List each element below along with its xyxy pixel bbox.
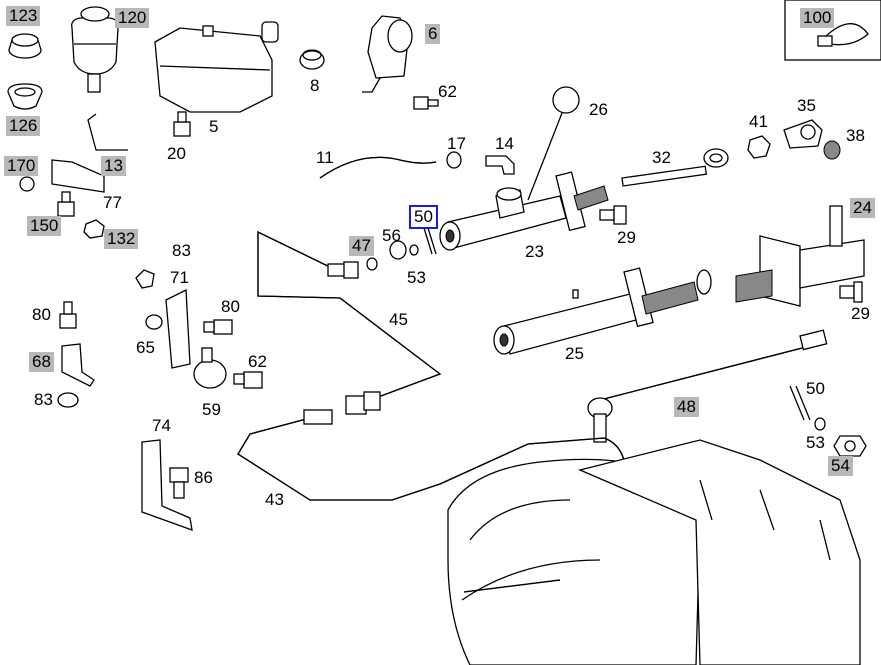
part-label-13[interactable]: 13 <box>101 156 126 176</box>
seal-ring-part[interactable] <box>389 240 407 260</box>
master-cylinder-part[interactable] <box>439 171 609 251</box>
part-label-48[interactable]: 48 <box>674 397 699 417</box>
clamp-part[interactable] <box>446 151 462 169</box>
part-label-6[interactable]: 6 <box>425 24 441 44</box>
part-label-25[interactable]: 25 <box>565 344 584 363</box>
part-label-53[interactable]: 53 <box>806 433 825 452</box>
part-label-80[interactable]: 80 <box>221 297 240 316</box>
joint-part[interactable] <box>783 119 823 149</box>
bracket-part[interactable] <box>165 288 191 369</box>
part-label-32[interactable]: 32 <box>652 148 671 167</box>
part-label-170[interactable]: 170 <box>4 156 39 176</box>
clip-frame <box>784 0 881 61</box>
pipe-part[interactable] <box>87 113 128 151</box>
part-label-54[interactable]: 54 <box>828 456 853 476</box>
reservoir-cap-part[interactable] <box>8 33 42 59</box>
part-label-26[interactable]: 26 <box>589 100 608 119</box>
clutch-cylinder-part[interactable] <box>735 205 865 307</box>
part-label-23[interactable]: 23 <box>525 242 544 261</box>
bolt-part[interactable] <box>57 191 75 217</box>
washer-part[interactable] <box>145 314 163 330</box>
bolt-part[interactable] <box>233 371 263 389</box>
part-label-59[interactable]: 59 <box>202 400 221 419</box>
part-label-56[interactable]: 56 <box>382 226 401 245</box>
part-label-53[interactable]: 53 <box>407 268 426 287</box>
part-label-123[interactable]: 123 <box>6 6 41 26</box>
bracket-part[interactable] <box>141 439 193 531</box>
part-label-100[interactable]: 100 <box>800 8 835 28</box>
brake-reservoir-part[interactable] <box>362 15 413 93</box>
fluid-reservoir-part[interactable] <box>71 6 119 93</box>
part-label-77[interactable]: 77 <box>103 193 122 212</box>
part-label-132[interactable]: 132 <box>104 229 139 249</box>
part-label-83[interactable]: 83 <box>34 390 53 409</box>
bolt-part[interactable] <box>59 301 77 329</box>
part-label-62[interactable]: 62 <box>438 82 457 101</box>
washer-part[interactable] <box>366 257 378 271</box>
push-rod-part[interactable] <box>621 148 729 187</box>
brake-line-part[interactable] <box>257 230 442 401</box>
union-nut-part[interactable] <box>833 435 867 457</box>
part-label-126[interactable]: 126 <box>6 116 41 136</box>
part-label-24[interactable]: 24 <box>850 198 875 218</box>
spring-part[interactable] <box>823 140 841 160</box>
retaining-clip-part[interactable] <box>423 227 437 255</box>
nut-part[interactable] <box>83 219 105 239</box>
part-label-150[interactable]: 150 <box>27 216 62 236</box>
bolt-part[interactable] <box>413 96 439 110</box>
washer-part[interactable] <box>814 417 826 431</box>
part-label-68[interactable]: 68 <box>29 352 54 372</box>
washer-part[interactable] <box>409 244 419 256</box>
part-label-38[interactable]: 38 <box>846 126 865 145</box>
part-label-11[interactable]: 11 <box>316 148 334 167</box>
part-label-65[interactable]: 65 <box>136 338 155 357</box>
washer-part[interactable] <box>57 392 79 408</box>
tank-part[interactable] <box>154 21 279 113</box>
part-label-29[interactable]: 29 <box>851 304 870 323</box>
cap-part[interactable] <box>299 49 325 70</box>
part-label-86[interactable]: 86 <box>194 468 213 487</box>
part-label-74[interactable]: 74 <box>152 416 171 435</box>
part-label-5[interactable]: 5 <box>209 117 219 136</box>
elbow-part[interactable] <box>485 155 515 175</box>
part-label-29[interactable]: 29 <box>617 228 636 247</box>
part-label-83[interactable]: 83 <box>172 241 191 260</box>
bolt-part[interactable] <box>839 281 863 303</box>
part-label-43[interactable]: 43 <box>265 490 284 509</box>
fitting-part[interactable] <box>327 261 359 279</box>
circlip-tool-part[interactable] <box>527 86 580 201</box>
part-label-20[interactable]: 20 <box>167 144 186 163</box>
part-label-71[interactable]: 71 <box>170 268 189 287</box>
seal-part[interactable] <box>7 83 43 110</box>
part-label-45[interactable]: 45 <box>389 310 408 329</box>
part-label-80[interactable]: 80 <box>32 305 51 324</box>
bracket-part[interactable] <box>61 343 95 387</box>
retaining-clip-part[interactable] <box>789 385 811 421</box>
bolt-part[interactable] <box>169 467 189 499</box>
bracket-part[interactable] <box>51 159 105 193</box>
bolt-part[interactable] <box>203 319 233 335</box>
transmission-part[interactable] <box>447 439 861 665</box>
part-label-62[interactable]: 62 <box>248 352 267 371</box>
slave-cylinder-part[interactable] <box>493 267 712 355</box>
nut-part[interactable] <box>747 135 771 159</box>
part-label-50[interactable]: 50 <box>806 379 825 398</box>
part-label-47[interactable]: 47 <box>349 236 374 256</box>
part-label-14[interactable]: 14 <box>495 134 514 153</box>
part-label-35[interactable]: 35 <box>797 96 816 115</box>
part-label-17[interactable]: 17 <box>447 134 466 153</box>
bolt-part[interactable] <box>599 205 627 225</box>
part-label-120[interactable]: 120 <box>115 8 150 28</box>
part-label-50-selected[interactable]: 50 <box>409 205 438 229</box>
bolt-part[interactable] <box>173 111 191 137</box>
clutch-hose-part[interactable] <box>587 329 828 443</box>
part-label-41[interactable]: 41 <box>749 112 768 131</box>
part-label-8[interactable]: 8 <box>310 76 320 95</box>
pipe-clamp-part[interactable] <box>193 347 227 389</box>
washer-part[interactable] <box>19 176 35 192</box>
washer-part[interactable] <box>135 269 155 289</box>
